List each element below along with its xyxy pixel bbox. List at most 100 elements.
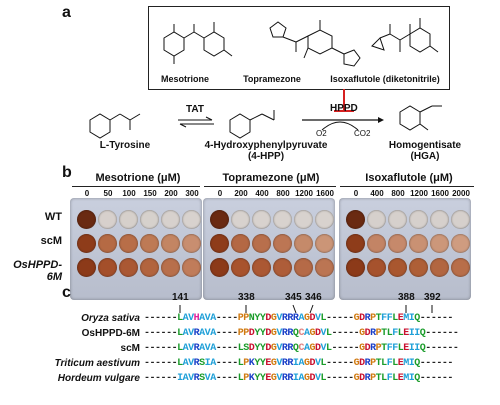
- residue: T: [375, 373, 382, 384]
- concentration-label: 150: [143, 189, 157, 198]
- residue: -: [326, 373, 332, 384]
- name-hpp-line2: (4-HPP): [247, 151, 285, 162]
- residue: G: [309, 328, 315, 339]
- reversible-arrow: [178, 116, 214, 128]
- residue: E: [397, 358, 404, 369]
- residue: -: [171, 358, 178, 369]
- residue: -: [425, 313, 431, 324]
- residue: C: [298, 328, 304, 339]
- residue: F: [386, 313, 393, 324]
- residue: Q: [292, 343, 299, 354]
- residue: -: [436, 343, 442, 354]
- hpp-structure: [229, 110, 275, 139]
- concentration-label: 200: [164, 189, 178, 198]
- residue: -: [452, 343, 459, 354]
- residue: D: [364, 328, 371, 339]
- well: [252, 258, 271, 277]
- residue: A: [298, 358, 304, 369]
- inhibitor-name-isoxaflutole: Isoxaflutole (diketonitrile): [330, 74, 440, 84]
- residue: -: [149, 358, 156, 369]
- residue: A: [303, 328, 310, 339]
- residue: R: [287, 313, 293, 324]
- residue: D: [309, 313, 315, 324]
- residue: L: [392, 313, 398, 324]
- residue: Q: [419, 343, 426, 354]
- residue: Y: [254, 343, 260, 354]
- residue: -: [430, 343, 437, 354]
- residue: P: [237, 328, 244, 339]
- residue: G: [353, 373, 360, 384]
- pathway-label-hppd: HPPD: [330, 103, 358, 114]
- position-ticks: [179, 304, 433, 314]
- residue: -: [155, 343, 161, 354]
- well: [367, 258, 386, 277]
- residue: A: [210, 313, 216, 324]
- concentration-label: 1600: [431, 189, 449, 198]
- panel-b-letter: b: [62, 164, 72, 181]
- position-141: 141: [172, 292, 189, 303]
- residue: I: [408, 313, 415, 324]
- residue: E: [397, 373, 404, 384]
- residue: V: [314, 313, 321, 324]
- position-345: 345: [285, 292, 302, 303]
- well: [119, 258, 138, 277]
- residue: R: [193, 358, 200, 369]
- concentration-label: 200: [234, 189, 248, 198]
- residue: D: [248, 343, 255, 354]
- residue: I: [408, 358, 415, 369]
- residue: -: [215, 313, 222, 324]
- residue: D: [265, 313, 271, 324]
- residue: A: [199, 313, 205, 324]
- residue: V: [314, 358, 321, 369]
- residue: R: [281, 358, 288, 369]
- residue: R: [287, 358, 293, 369]
- pathway-structures: [89, 105, 442, 139]
- residue: V: [188, 373, 194, 384]
- well: [367, 210, 386, 229]
- residue: -: [441, 358, 448, 369]
- residue: F: [392, 343, 398, 354]
- well: [252, 234, 271, 253]
- species-label: Triticum aestivum: [54, 358, 140, 369]
- residue: F: [386, 343, 393, 354]
- residue: -: [419, 313, 426, 324]
- well: [315, 234, 334, 253]
- inhibitor-name-topramezone: Topramezone: [243, 74, 301, 84]
- residue: L: [326, 328, 332, 339]
- residue: G: [353, 313, 360, 324]
- residue: Q: [419, 328, 426, 339]
- residue: T: [375, 358, 382, 369]
- residue: -: [149, 328, 156, 339]
- residue: -: [144, 313, 150, 324]
- residue: G: [309, 343, 315, 354]
- residue: -: [419, 373, 426, 384]
- residue: P: [370, 358, 376, 369]
- residue: -: [144, 343, 150, 354]
- residue: T: [381, 343, 387, 354]
- residue: -: [331, 373, 338, 384]
- well: [346, 258, 365, 277]
- residue: -: [342, 358, 349, 369]
- well: [273, 210, 292, 229]
- residue: -: [436, 358, 442, 369]
- row-label-oshppd-6m: OsHPPD-6M: [13, 259, 62, 283]
- residue: R: [193, 373, 200, 384]
- residue: -: [160, 358, 167, 369]
- position-346: 346: [305, 292, 322, 303]
- well: [210, 258, 229, 277]
- residue: G: [359, 343, 365, 354]
- residue: -: [430, 328, 437, 339]
- inhibition-bar: [334, 110, 354, 112]
- residue: L: [237, 358, 244, 369]
- residue: -: [331, 358, 338, 369]
- residue: P: [243, 358, 249, 369]
- position-338: 338: [238, 292, 255, 303]
- residue: V: [204, 328, 211, 339]
- residue: Q: [414, 313, 420, 324]
- well: [346, 234, 365, 253]
- residue: D: [359, 373, 365, 384]
- residue: R: [287, 343, 293, 354]
- residue: -: [226, 313, 233, 324]
- residue: L: [381, 373, 387, 384]
- residue: R: [281, 343, 288, 354]
